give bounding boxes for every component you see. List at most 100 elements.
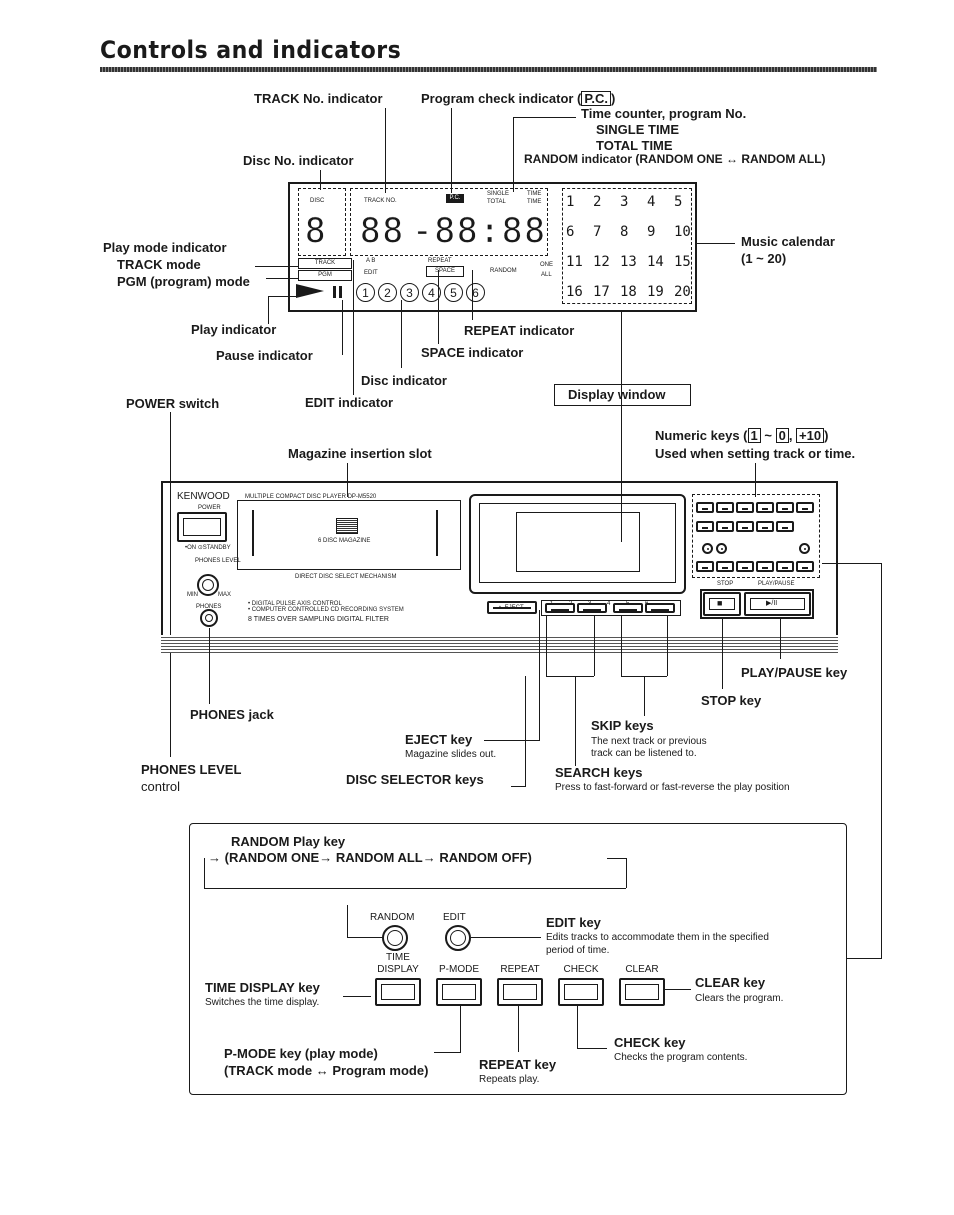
skip-fwd-key[interactable] — [645, 603, 675, 613]
disc-indicator-callout: Disc indicator — [361, 373, 447, 388]
random-cycle-label: → (RANDOM ONE→ RANDOM ALL→ RANDOM OFF) — [208, 850, 532, 865]
numeric-keys-callout: Numeric keys (1 ~ 0, +10) — [655, 428, 829, 443]
repeat-key[interactable] — [497, 978, 543, 1006]
disc-selector-keys[interactable] — [541, 600, 681, 616]
time-counter-callout: Time counter, program No. — [581, 106, 747, 121]
phones-jack[interactable] — [200, 609, 218, 627]
numeric-key-2[interactable] — [716, 502, 734, 513]
screen-pgm-mode-box: PGM — [298, 270, 352, 281]
function-key-5[interactable] — [776, 561, 794, 572]
screen-time-digits: -88:88 — [412, 211, 547, 251]
skip-desc-1: The next track or previous — [591, 736, 707, 747]
random-knob[interactable] — [382, 925, 408, 951]
eject-key[interactable] — [487, 601, 537, 614]
edit-desc-2: period of time. — [546, 945, 610, 956]
pmode-key-callout-2: (TRACK mode ↔ Program mode) — [224, 1063, 429, 1078]
function-key-3[interactable] — [736, 561, 754, 572]
edit-knob-small[interactable] — [716, 543, 727, 554]
screen-all-label: ALL — [541, 272, 552, 278]
window-disc-number: 4 — [607, 601, 611, 607]
repeat-key-label: REPEAT — [500, 964, 540, 975]
play-mode-callout: Play mode indicator — [103, 240, 227, 255]
repeat-key-group: REPEAT — [492, 952, 548, 1006]
time-display-key[interactable] — [375, 978, 421, 1006]
search-rev-key[interactable] — [545, 603, 575, 613]
numeric-key-panel — [692, 494, 820, 578]
phones-level-knob[interactable] — [197, 574, 219, 596]
stop-key[interactable] — [703, 592, 741, 616]
total-time-callout: TOTAL TIME — [596, 138, 673, 153]
display-screen — [288, 182, 697, 312]
time-display-desc: Switches the time display. — [205, 997, 320, 1008]
calendar-number: 10 — [674, 224, 691, 240]
calendar-number: 6 — [566, 224, 575, 240]
calendar-number: 2 — [593, 194, 602, 210]
disc-indicator-1: 1 — [356, 283, 375, 302]
brand-logo: KENWOOD — [177, 491, 230, 502]
eject-desc: Magazine slides out. — [405, 749, 497, 760]
calendar-number: 13 — [620, 254, 637, 270]
time-display-key-group: TIME DISPLAY — [370, 952, 426, 1006]
random-knob-small[interactable] — [702, 543, 713, 554]
numeric-key-b-3[interactable] — [736, 521, 754, 532]
check-key-group: CHECK — [553, 952, 609, 1006]
track-no-callout: TRACK No. indicator — [254, 91, 383, 106]
numeric-key-6[interactable] — [796, 502, 814, 513]
numeric-key-b-5[interactable] — [776, 521, 794, 532]
play-pause-key[interactable] — [744, 592, 811, 616]
screen-edit-label: EDIT — [364, 270, 378, 276]
magazine-slot-callout: Magazine insertion slot — [288, 446, 432, 461]
magazine-insertion-slot[interactable] — [237, 500, 461, 570]
function-key-1[interactable] — [696, 561, 714, 572]
edit-knob[interactable] — [445, 925, 471, 951]
play-indicator-callout: Play indicator — [191, 322, 277, 337]
disc-indicator-4: 4 — [422, 283, 441, 302]
numeric-key-5[interactable] — [776, 502, 794, 513]
music-calendar-range: (1 ~ 20) — [741, 251, 787, 266]
page-title: Controls and indicators — [100, 36, 402, 64]
clear-key-callout: CLEAR key — [695, 975, 766, 990]
disc-no-callout: Disc No. indicator — [243, 153, 354, 168]
pmode-key-callout: P-MODE key (play mode) — [224, 1046, 378, 1061]
function-key-4[interactable] — [756, 561, 774, 572]
edit-key-callout: EDIT key — [546, 915, 601, 930]
calendar-number: 3 — [620, 194, 629, 210]
search-fwd-key[interactable] — [577, 603, 607, 613]
numeric-key-1[interactable] — [696, 502, 714, 513]
calendar-number: 1 — [566, 194, 575, 210]
numeric-keys-desc: Used when setting track or time. — [655, 446, 856, 461]
power-switch[interactable] — [177, 512, 227, 542]
numeric-key-b-1[interactable] — [696, 521, 714, 532]
random-indicator-callout: RANDOM indicator (RANDOM ONE ↔ RANDOM AL… — [524, 152, 826, 166]
numeric-key-b-4[interactable] — [756, 521, 774, 532]
screen-track-digits: 88 — [360, 211, 405, 251]
numeric-key-4[interactable] — [756, 502, 774, 513]
plus10-knob-small[interactable] — [799, 543, 810, 554]
disc-indicator-6: 6 — [466, 283, 485, 302]
calendar-frame — [562, 188, 692, 304]
music-calendar-callout: Music calendar — [741, 234, 835, 249]
phones-jack-callout: PHONES jack — [190, 707, 274, 722]
p-mode-key-label: P-MODE — [439, 964, 479, 975]
search-desc: Press to fast-forward or fast-reverse th… — [555, 782, 790, 793]
clear-desc: Clears the program. — [695, 993, 784, 1004]
edit-indicator-callout: EDIT indicator — [305, 395, 394, 410]
calendar-number: 16 — [566, 284, 583, 300]
skip-keys-callout: SKIP keys — [591, 718, 654, 733]
disc-indicator-5: 5 — [444, 283, 463, 302]
clear-key[interactable] — [619, 978, 665, 1006]
function-key-6[interactable] — [796, 561, 814, 572]
numeric-key-3[interactable] — [736, 502, 754, 513]
calendar-number: 14 — [647, 254, 664, 270]
numeric-key-b-2[interactable] — [716, 521, 734, 532]
pause-indicator-callout: Pause indicator — [216, 348, 313, 363]
p-mode-key[interactable] — [436, 978, 482, 1006]
calendar-number: 9 — [647, 224, 656, 240]
screen-space-box: SPACE — [426, 266, 464, 277]
skip-rev-key[interactable] — [613, 603, 643, 613]
function-key-2[interactable] — [716, 561, 734, 572]
clear-key-group: CLEAR — [614, 952, 670, 1006]
check-key[interactable] — [558, 978, 604, 1006]
screen-pc-indicator: P.C. — [446, 194, 464, 203]
calendar-number: 12 — [593, 254, 610, 270]
